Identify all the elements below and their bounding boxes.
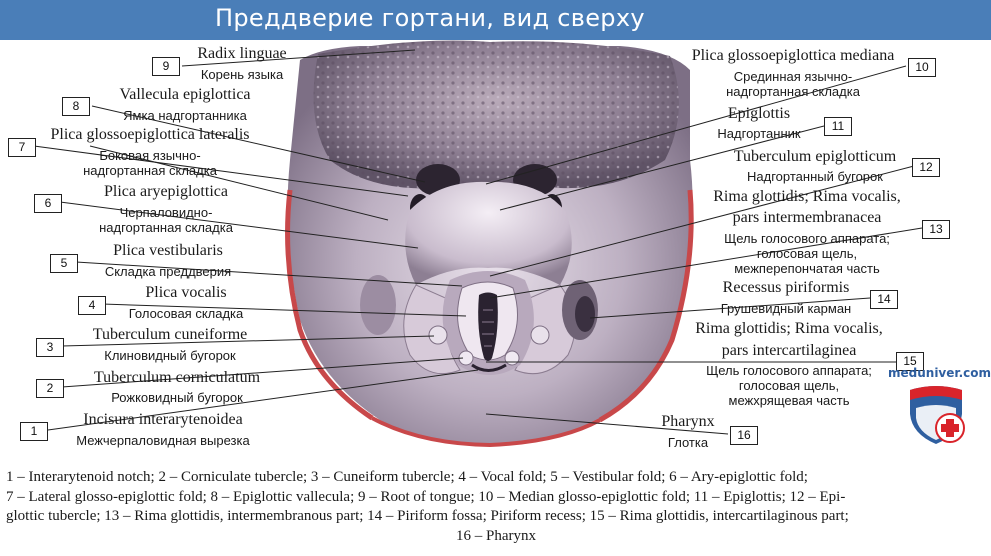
label-number-13: 13 (922, 220, 950, 239)
label-latin-vestibular: Plica vestibularis (113, 242, 223, 259)
label-russian-interarytenoid: Межчерпаловидная вырезка (76, 433, 250, 448)
label-latin-rima-intermembranacea-2: pars intermembranacea (732, 209, 882, 226)
label-russian-vallecula: Ямка надгортанника (123, 108, 247, 123)
label-russian-rima-intercartilaginea-1: Щель голосового аппарата; (706, 363, 872, 378)
label-russian-radix-linguae: Корень языка (200, 67, 284, 82)
caption-line-4: 16 – Pharynx (456, 527, 536, 544)
corniculate-tubercle-right (504, 350, 520, 366)
label-number-6: 6 (34, 194, 62, 213)
label-number-16: 16 (730, 426, 758, 445)
label-number-8: 8 (62, 97, 90, 116)
label-russian-vestibular: Складка преддверия (104, 264, 232, 279)
interarytenoid-notch (471, 363, 507, 372)
label-latin-pharynx: Pharynx (661, 413, 715, 430)
label-number-11: 11 (824, 117, 852, 136)
label-russian-corniculate: Рожковидный бугорок (111, 390, 243, 405)
label-latin-median-glossoepiglottic: Plica glossoepiglottica mediana (691, 47, 895, 64)
epiglottis (405, 181, 572, 285)
larynx-illustration (33, 40, 923, 448)
leader-lines (33, 49, 923, 435)
cuneiform-tubercle-left (428, 325, 448, 345)
meduniver-logo[interactable]: meduniver.com (888, 366, 991, 450)
caption-line-1: 1 – Interarytenoid notch; 2 – Corniculat… (6, 469, 808, 485)
label-latin-epiglottis: Epiglottis (727, 105, 791, 122)
label-number-12: 12 (912, 158, 940, 177)
caption-line-3: glottic tubercle; 13 – Rima glottidis, i… (6, 508, 849, 524)
label-number-3: 3 (36, 338, 64, 357)
label-russian-epiglottis: Надгортанник (717, 126, 801, 141)
label-number-7: 7 (8, 138, 36, 157)
label-russian-cuneiform: Клиновидный бугорок (104, 348, 236, 363)
label-russian-median-glossoepiglottic-2: надгортанная складка (726, 84, 860, 99)
cut-edge-bottom (371, 416, 601, 448)
label-number-5: 5 (50, 254, 78, 273)
caption-line-2: 7 – Lateral glosso-epiglottic fold; 8 – … (6, 488, 846, 505)
label-number-2: 2 (36, 379, 64, 398)
piriform-recess-left (360, 275, 396, 335)
label-latin-lateral-glossoepiglottic: Plica glossoepiglottica lateralis (50, 126, 250, 143)
label-russian-aryepiglottic-1: Черпаловидно- (119, 205, 213, 220)
page-title: Преддверие гортани, вид сверху (215, 4, 645, 32)
label-latin-radix-linguae: Radix linguae (197, 45, 287, 62)
label-latin-rima-intercartilaginea-2: pars intercartilaginea (721, 342, 857, 359)
label-latin-rima-intercartilaginea-1: Rima glottidis; Rima vocalis, (695, 320, 883, 337)
label-latin-vallecula: Vallecula epiglottica (119, 86, 251, 103)
label-russian-pharynx: Глотка (667, 435, 709, 450)
label-russian-epiglottic-tubercle: Надгортанный бугорок (747, 169, 883, 184)
label-russian-rima-intercartilaginea-3: межхрящевая часть (728, 393, 850, 408)
label-russian-lateral-glossoepiglottic-2: надгортанная складка (83, 163, 217, 178)
figure-caption: 1 – Interarytenoid notch; 2 – Corniculat… (6, 468, 986, 546)
label-latin-corniculate: Tuberculum corniculatum (93, 369, 261, 386)
label-russian-lateral-glossoepiglottic-1: Боковая язычно- (99, 148, 201, 163)
label-latin-rima-intermembranacea-1: Rima glottidis; Rima vocalis, (713, 188, 901, 205)
label-latin-interarytenoid: Incisura interarytenoidea (83, 411, 243, 428)
label-number-9: 9 (152, 57, 180, 76)
label-latin-vocal: Plica vocalis (145, 284, 227, 301)
label-russian-rima-intermembranacea-2: голосовая щель, (756, 246, 858, 261)
logo-text: meduniver.com (888, 366, 991, 380)
label-russian-median-glossoepiglottic-1: Срединная язычно- (733, 69, 853, 84)
label-number-4: 4 (78, 296, 106, 315)
label-number-14: 14 (870, 290, 898, 309)
label-number-1: 1 (20, 422, 48, 441)
title-bar: Преддверие гортани, вид сверху (0, 0, 991, 40)
label-number-15: 15 (896, 352, 924, 371)
label-russian-aryepiglottic-2: надгортанная складка (99, 220, 233, 235)
label-number-10: 10 (908, 58, 936, 77)
label-latin-epiglottic-tubercle: Tuberculum epiglotticum (733, 148, 897, 165)
label-russian-rima-intercartilaginea-2: голосовая щель, (738, 378, 840, 393)
label-russian-piriform: Грушевидный карман (720, 301, 852, 316)
label-latin-piriform: Recessus piriformis (722, 279, 850, 296)
label-latin-cuneiform: Tuberculum cuneiforme (92, 326, 248, 343)
label-russian-rima-intermembranacea-3: межперепончатая часть (734, 261, 880, 276)
label-russian-vocal: Голосовая складка (128, 306, 244, 321)
label-latin-aryepiglottic: Plica aryepiglottica (104, 183, 228, 200)
shield-cross-icon (910, 386, 965, 444)
cut-edge-right (598, 189, 694, 423)
label-russian-rima-intermembranacea-1: Щель голосового аппарата; (724, 231, 890, 246)
